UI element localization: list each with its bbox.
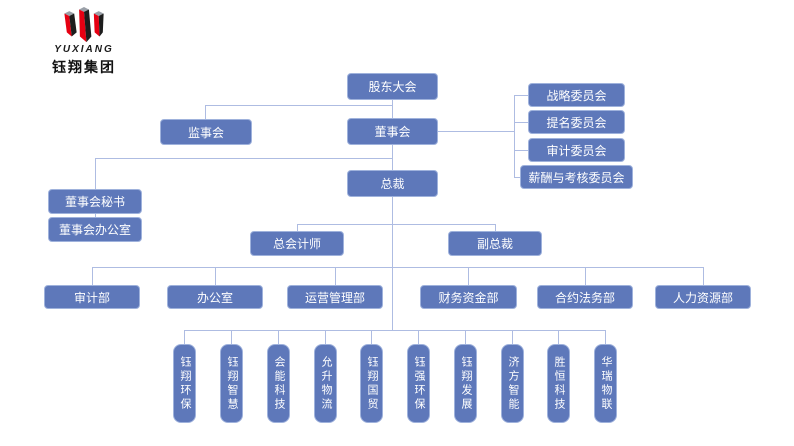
connector-line	[92, 267, 703, 268]
connector-line	[335, 267, 336, 285]
node-committee-remuneration: 薪酬与考核委员会	[520, 165, 633, 189]
node-subsidiary: 钰翔环保	[173, 344, 196, 423]
connector-line	[95, 158, 96, 189]
connector-line	[297, 224, 495, 225]
node-subsidiary: 钰翔国贸	[360, 344, 383, 423]
connector-line	[297, 224, 298, 231]
node-subsidiary: 钰强环保	[407, 344, 430, 423]
connector-line	[468, 267, 469, 285]
connector-line	[514, 122, 528, 123]
node-subsidiary: 华瑞物联	[594, 344, 617, 423]
node-subsidiary: 胜恒科技	[547, 344, 570, 423]
brand-block: YUXIANG 钰翔集团	[42, 7, 126, 77]
node-vice-president: 副总裁	[448, 231, 542, 256]
connector-line	[95, 158, 392, 159]
company-name: 钰翔集团	[52, 59, 116, 75]
node-subsidiary: 济方智能	[501, 344, 524, 423]
node-department-finance: 财务资金部	[420, 285, 517, 309]
connector-line	[465, 330, 466, 344]
node-department-operations: 运营管理部	[287, 285, 383, 309]
connector-line	[205, 105, 392, 106]
node-subsidiary: 会能科技	[267, 344, 290, 423]
connector-line	[514, 95, 515, 178]
connector-line	[215, 267, 216, 285]
connector-line	[95, 214, 96, 217]
yuxiang-logo-icon	[64, 7, 104, 43]
node-president: 总裁	[347, 170, 438, 197]
connector-line	[514, 177, 522, 178]
node-board-secretary: 董事会秘书	[48, 189, 142, 214]
connector-line	[512, 330, 513, 344]
connector-line	[371, 330, 372, 344]
connector-line	[418, 330, 419, 344]
connector-line	[558, 330, 559, 344]
connector-line	[703, 267, 704, 285]
connector-line	[514, 150, 528, 151]
connector-line	[605, 330, 606, 344]
connector-line	[585, 267, 586, 285]
connector-line	[325, 330, 326, 344]
logo-text: YUXIANG	[54, 44, 114, 55]
node-department-office: 办公室	[167, 285, 263, 309]
node-subsidiary: 钰翔智慧	[220, 344, 243, 423]
connector-line	[92, 267, 93, 285]
connector-line	[438, 131, 514, 132]
connector-line	[184, 330, 185, 344]
node-supervisory-board: 监事会	[160, 119, 252, 145]
connector-line	[392, 145, 393, 170]
node-committee-nomination: 提名委员会	[528, 110, 625, 134]
node-board-of-directors: 董事会	[347, 118, 438, 145]
node-department-legal: 合约法务部	[537, 285, 633, 309]
node-department-audit: 审计部	[44, 285, 140, 309]
connector-line	[184, 330, 605, 331]
node-committee-audit: 审计委员会	[528, 138, 625, 162]
connector-line	[231, 330, 232, 344]
connector-line	[278, 330, 279, 344]
connector-line	[514, 95, 528, 96]
connector-line	[495, 224, 496, 231]
connector-line	[392, 100, 393, 118]
node-shareholders-meeting: 股东大会	[347, 73, 438, 100]
connector-line	[205, 105, 206, 119]
node-subsidiary: 钰翔发展	[454, 344, 477, 423]
node-department-hr: 人力资源部	[655, 285, 751, 309]
node-committee-strategy: 战略委员会	[528, 83, 625, 107]
node-chief-accountant: 总会计师	[250, 231, 344, 256]
node-board-office: 董事会办公室	[48, 217, 142, 242]
node-subsidiary: 允升物流	[314, 344, 337, 423]
connector-line	[392, 197, 393, 330]
